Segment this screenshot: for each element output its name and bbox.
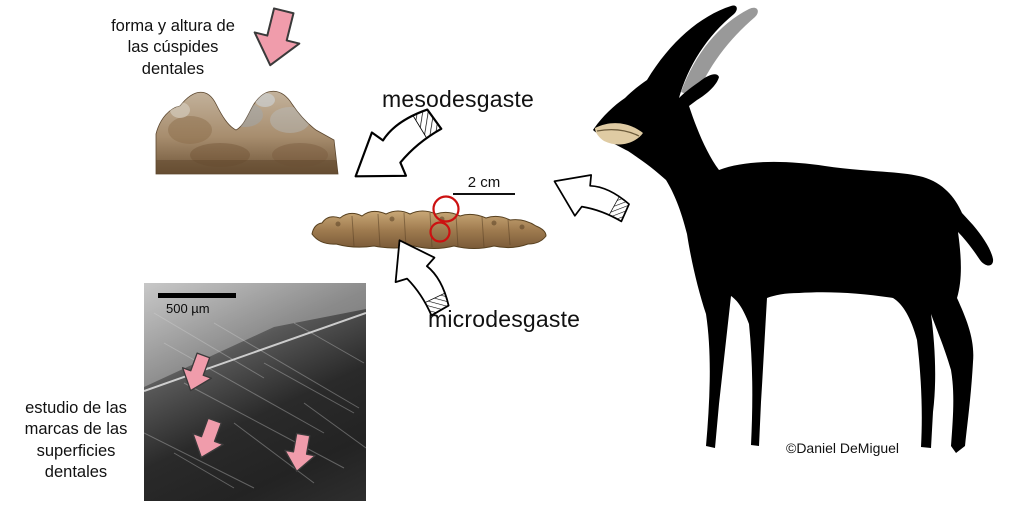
cusp-caption-line-3: dentales bbox=[141, 59, 205, 78]
pink-arrow-shape bbox=[284, 432, 316, 473]
surface-caption-line-1: estudio de las bbox=[25, 399, 127, 417]
pink-arrow-shape bbox=[192, 417, 224, 459]
mesowear-arrow-body bbox=[354, 108, 443, 178]
cusp-caption-line-2: las cúspides bbox=[127, 38, 219, 57]
mesowear-arrow-icon bbox=[354, 108, 443, 178]
cusp-photo-texture bbox=[156, 93, 338, 174]
red-marker-circles bbox=[429, 195, 460, 243]
tooth-scale: 2 cm bbox=[450, 174, 518, 195]
jaw-shape bbox=[595, 123, 643, 145]
cusp-caption: forma y altura de las cúspides dentales bbox=[88, 16, 258, 80]
tooth-row-shape bbox=[311, 210, 547, 249]
tooth-scale-bar bbox=[453, 193, 515, 195]
mouth-line bbox=[596, 129, 640, 137]
red-marker-circle-bottom bbox=[429, 221, 451, 243]
horn-shadow-shape bbox=[681, 7, 758, 98]
pink-arrow-icon bbox=[253, 7, 301, 67]
pink-arrow-shape bbox=[181, 352, 213, 392]
sem-scratches bbox=[144, 312, 366, 489]
sem-image: 500 µm bbox=[144, 283, 366, 501]
surface-caption: estudio de las marcas de las superficies… bbox=[2, 398, 150, 484]
surface-caption-line-3: superficies bbox=[36, 441, 116, 460]
surface-caption-line-4: dentales bbox=[44, 463, 108, 482]
head-arrow-hatch bbox=[608, 196, 630, 222]
sem-scale-bar bbox=[158, 293, 236, 298]
credit-text: ©Daniel DeMiguel bbox=[786, 440, 900, 456]
tooth-scale-label: 2 cm bbox=[467, 174, 501, 191]
mesowear-label: mesodesgaste bbox=[382, 86, 534, 112]
surface-caption-line-2: marcas de las bbox=[24, 420, 128, 439]
pink-arrow-icon bbox=[284, 432, 316, 473]
sem-scale-label: 500 µm bbox=[166, 301, 210, 316]
microwear-arrow-hatch bbox=[424, 292, 450, 316]
red-marker-circle-top bbox=[432, 195, 460, 223]
mesowear-arrow-hatch bbox=[412, 109, 442, 139]
pink-arrow-shape bbox=[253, 7, 301, 67]
microwear-label: microdesgaste bbox=[428, 306, 581, 332]
pink-arrow-icon bbox=[192, 417, 224, 459]
tooth-row-photo bbox=[311, 210, 547, 249]
pink-arrow-icon bbox=[181, 352, 213, 392]
cusp-caption-line-1: forma y altura de bbox=[111, 17, 235, 35]
tooth-cusp-photo bbox=[155, 90, 339, 175]
head-to-teeth-arrow-icon bbox=[553, 174, 630, 223]
microwear-arrow-icon bbox=[394, 239, 450, 317]
antelope-body-shape bbox=[593, 5, 994, 453]
antelope-silhouette bbox=[593, 5, 994, 453]
